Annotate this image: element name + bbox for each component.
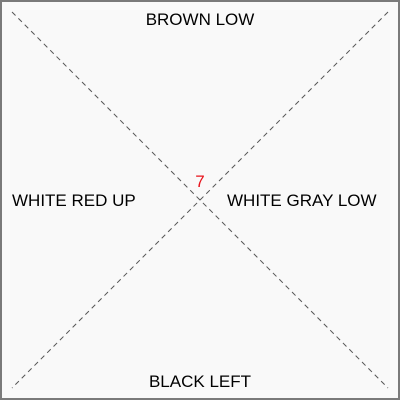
center-number: 7 <box>195 172 205 191</box>
label-bottom: BLACK LEFT <box>148 372 252 391</box>
label-left: WHITE RED UP <box>12 191 136 210</box>
diagonal-top-right-to-bottom-left <box>11 11 389 389</box>
label-top: BROWN LOW <box>145 10 255 29</box>
label-right: WHITE GRAY LOW <box>227 191 377 210</box>
